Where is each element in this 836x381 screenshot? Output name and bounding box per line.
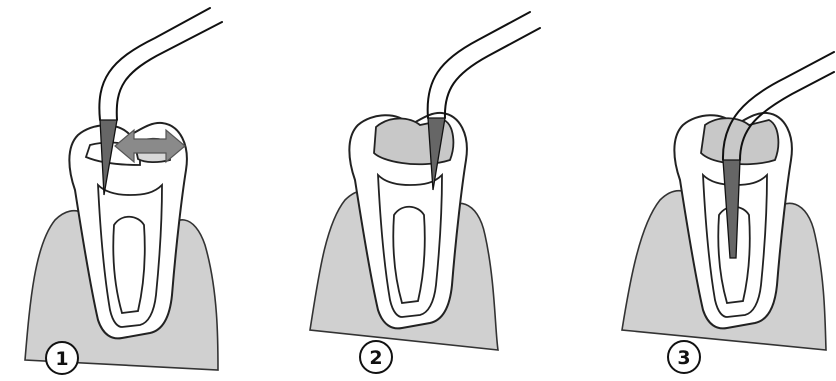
- step-2-panel: 2: [310, 12, 540, 373]
- step-badge-3: 3: [668, 341, 700, 373]
- svg-text:3: 3: [677, 347, 690, 369]
- step-3-panel: 3: [622, 52, 834, 373]
- step-1-panel: 1: [25, 8, 222, 374]
- step-badge-2: 2: [360, 341, 392, 373]
- step-badge-1: 1: [46, 342, 78, 374]
- svg-text:1: 1: [55, 348, 68, 370]
- svg-text:2: 2: [369, 347, 382, 369]
